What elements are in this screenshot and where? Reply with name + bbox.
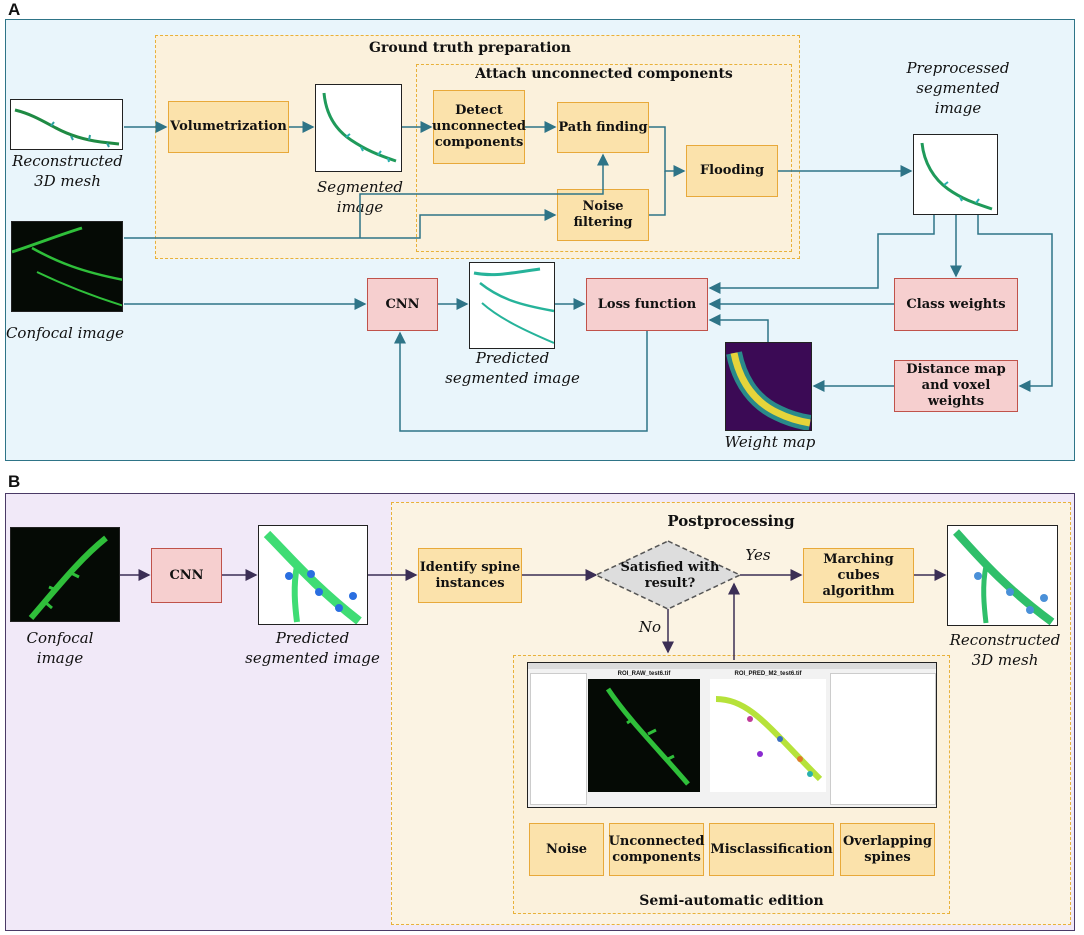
predicted-thumbnail-b — [258, 525, 368, 625]
predicted-caption-a: Predicted segmented image — [445, 349, 580, 387]
confocal-thumbnail-b — [10, 527, 120, 622]
segmented-thumbnail — [315, 84, 402, 172]
class-weights-box: Class weights — [894, 278, 1018, 331]
distance-map-box: Distance map and voxel weights — [894, 360, 1018, 412]
arrow-preprocessed-to-distance — [977, 215, 1053, 392]
volumetrization-box: Volumetrization — [168, 101, 289, 153]
preprocessed-caption: Preprocessed segmented image — [906, 59, 1010, 117]
overlapping-spines-box: Overlapping spines — [840, 823, 935, 876]
screenshot-right-title: ROI_PRED_M2_test6.tif — [734, 671, 802, 677]
cnn-box-b: CNN — [151, 548, 222, 603]
confocal-caption-a: Confocal image — [5, 324, 125, 342]
identify-spine-box: Identify spine instances — [418, 548, 522, 603]
cnn-box-a: CNN — [367, 278, 438, 331]
predicted-caption-b: Predicted segmented image — [245, 629, 380, 667]
noise-filtering-box: Noise filtering — [557, 189, 649, 241]
preprocessed-thumbnail — [913, 134, 998, 215]
arrow-path-to-flooding — [649, 126, 686, 177]
editor-screenshot: ROI_RAW_test6.tif ROI_PRED_M2_test6.tif — [527, 662, 937, 808]
noise-box: Noise — [529, 823, 604, 876]
reconstructed-caption-b: Reconstructed 3D mesh — [949, 631, 1061, 669]
arrow-preprocessed-to-loss — [708, 215, 935, 294]
unconnected-components-box: Unconnected components — [609, 823, 704, 876]
yes-label: Yes — [745, 546, 771, 564]
loss-function-box: Loss function — [586, 278, 708, 331]
weight-map-thumbnail — [725, 342, 812, 431]
arrow-loss-to-cnn — [394, 331, 648, 432]
screenshot-left-title: ROI_RAW_test6.tif — [617, 671, 671, 677]
panel-a-letter: A — [8, 0, 21, 19]
flooding-box: Flooding — [686, 145, 778, 197]
predicted-thumbnail — [469, 262, 555, 349]
arrow-noise-to-flooding — [649, 171, 666, 216]
arrow-confocal-to-path — [359, 153, 609, 238]
mesh-thumbnail — [10, 99, 123, 150]
misclassification-box: Misclassification — [709, 823, 834, 876]
reconstructed-mesh-caption: Reconstructed 3D mesh — [12, 152, 123, 190]
arrow-weight-to-loss — [708, 314, 769, 342]
reconstructed-thumbnail-b — [947, 525, 1058, 626]
no-label: No — [638, 618, 662, 636]
confocal-thumbnail — [11, 221, 123, 312]
decision-label: Satisfied with result? — [620, 560, 720, 591]
panel-b-letter: B — [8, 472, 21, 491]
ground-truth-title: Ground truth preparation — [369, 40, 571, 56]
attach-title: Attach unconnected components — [475, 66, 733, 82]
postprocessing-title: Postprocessing — [667, 512, 795, 530]
detect-unconnected-box: Detect unconnected components — [432, 90, 526, 164]
arrow-confocal-to-noise — [124, 209, 557, 239]
semi-automatic-title: Semi-automatic edition — [639, 893, 824, 909]
path-finding-box: Path finding — [557, 102, 649, 153]
marching-cubes-box: Marching cubes algorithm — [803, 548, 914, 603]
weight-map-caption: Weight map — [724, 433, 816, 451]
confocal-caption-b: Confocal image — [26, 629, 94, 667]
decision-diamond — [594, 540, 742, 610]
